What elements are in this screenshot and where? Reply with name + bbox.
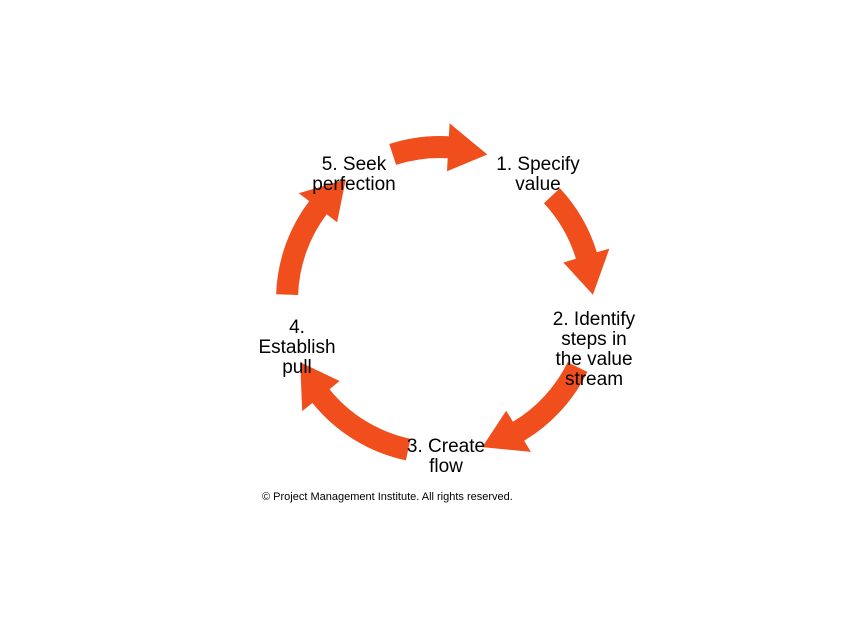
step-4-line: 4. [289, 317, 305, 338]
curved-arrow-icon [543, 188, 610, 295]
step-label-specify-value: 1. Specify value [468, 155, 608, 195]
step-5-line: 5. Seek [321, 154, 387, 175]
curved-arrow-icon [300, 362, 411, 461]
step-2-line: the value [555, 349, 633, 370]
copyright-notice: © Project Management Institute. All righ… [262, 491, 513, 503]
step-4-line: pull [282, 357, 312, 378]
step-2-line: steps in [561, 329, 627, 350]
step-2-line: stream [564, 369, 624, 390]
step-3-line: 3. Create [406, 436, 486, 457]
step-5-line: perfection [312, 174, 396, 195]
step-label-create-flow: 3. Create flow [380, 437, 512, 477]
step-1-line: 1. Specify [496, 154, 580, 175]
step-1-line: value [515, 174, 561, 195]
step-3-line: flow [429, 456, 463, 477]
step-4-line: Establish [258, 337, 336, 358]
curved-arrow-icon [276, 179, 346, 295]
curved-arrow-icon [389, 123, 488, 172]
curved-arrow-icon [482, 362, 588, 452]
step-label-identify-value-stream: 2. Identify steps in the value stream [520, 310, 668, 390]
step-2-line: 2. Identify [552, 309, 636, 330]
step-label-seek-perfection: 5. Seek perfection [286, 155, 422, 195]
step-label-establish-pull: 4. Establish pull [232, 318, 362, 378]
